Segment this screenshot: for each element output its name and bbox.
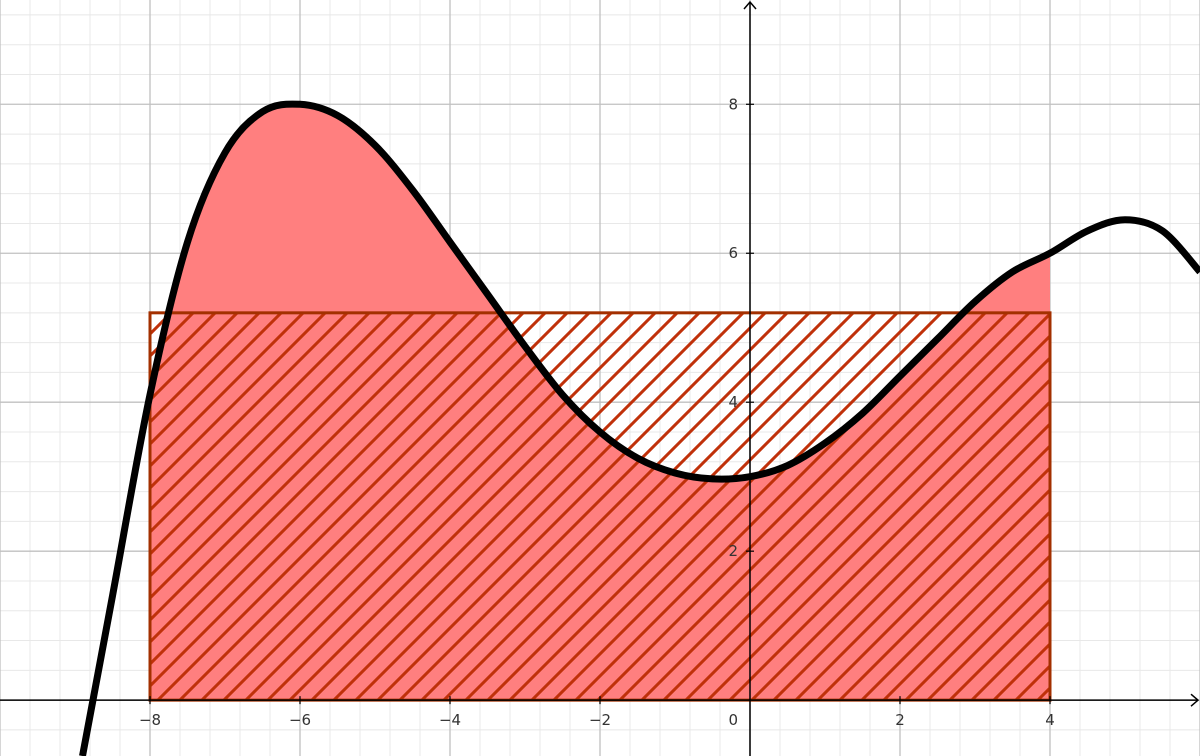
- x-tick-label: −8: [139, 711, 161, 729]
- x-axis-arrow: [1190, 693, 1200, 707]
- x-tick-label: 4: [1045, 711, 1055, 729]
- x-tick-label: −4: [439, 711, 461, 729]
- y-tick-label: 4: [728, 393, 738, 411]
- mean-value-rectangle-hatch: [150, 312, 1050, 701]
- x-tick-label: 2: [895, 711, 905, 729]
- y-tick-label: 6: [728, 244, 738, 262]
- tick-labels: −8 −6 −4 −2 2 4 2 4 6 8 0: [139, 95, 1055, 729]
- x-tick-label: −2: [589, 711, 611, 729]
- curve: [79, 100, 1200, 756]
- origin-label: 0: [728, 711, 738, 729]
- y-tick-label: 2: [728, 542, 738, 560]
- y-tick-label: 8: [728, 95, 738, 113]
- y-axis-arrow: [743, 0, 757, 10]
- x-tick-label: −6: [289, 711, 311, 729]
